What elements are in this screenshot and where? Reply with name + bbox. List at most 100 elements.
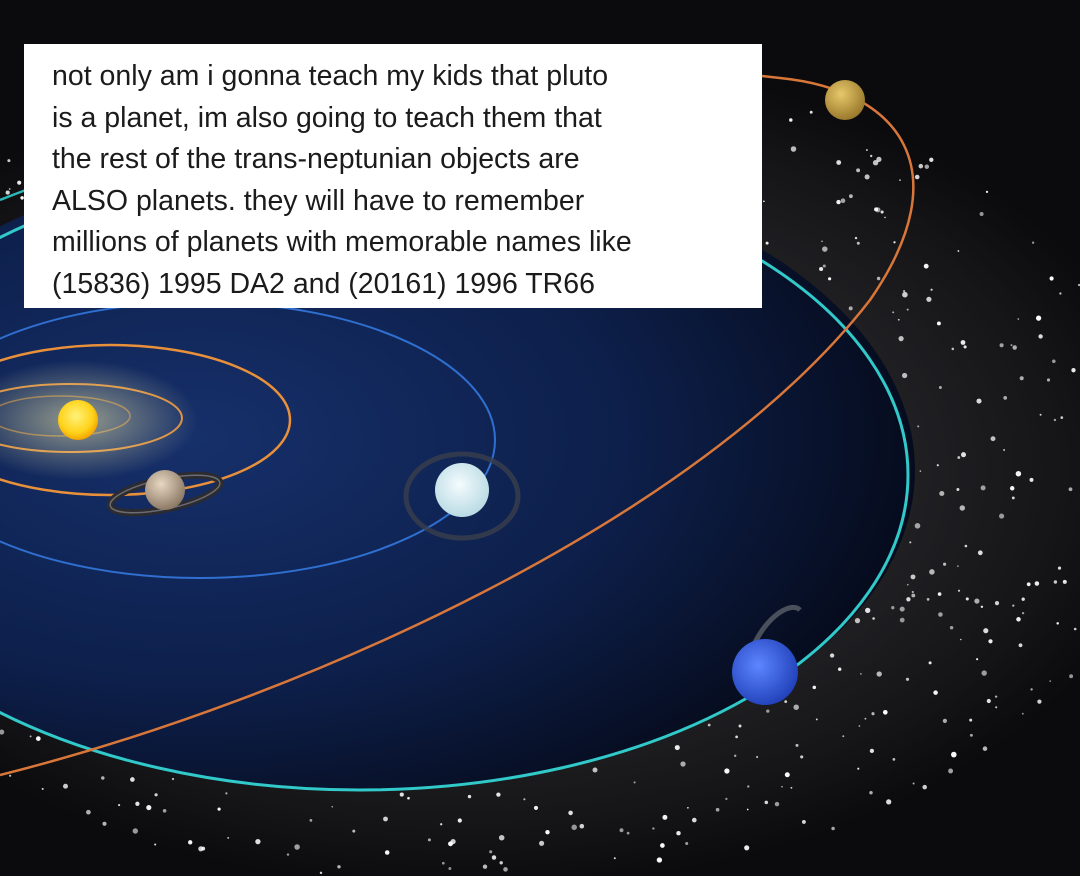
star-speck [828, 277, 832, 281]
star-speck [876, 156, 882, 163]
star-speck [856, 241, 860, 245]
star-speck [864, 174, 870, 180]
star-speck [884, 216, 886, 219]
star-speck [29, 735, 32, 738]
star-speck [440, 823, 443, 826]
star-speck [865, 607, 871, 614]
star-speck [1053, 580, 1058, 584]
star-speck [1057, 566, 1062, 570]
star-speck [957, 456, 961, 459]
star-speck [725, 797, 728, 801]
star-speck [936, 464, 939, 467]
star-speck [909, 541, 912, 544]
star-speck [1029, 477, 1034, 482]
star-speck [951, 751, 957, 758]
star-speck [1037, 699, 1042, 704]
star-speck [1046, 378, 1051, 382]
star-speck [918, 163, 924, 169]
star-speck [957, 250, 960, 252]
star-speck [1059, 292, 1062, 295]
star-speck [579, 823, 585, 829]
star-speck [1077, 283, 1080, 287]
star-speck [63, 783, 68, 789]
star-speck [1003, 449, 1006, 451]
star-speck [789, 118, 793, 122]
star-speck [781, 785, 783, 788]
star-speck [765, 241, 769, 245]
star-speck [1034, 581, 1040, 586]
star-speck [1010, 344, 1013, 347]
star-speck [829, 653, 835, 658]
star-speck [960, 638, 962, 641]
star-speck [838, 667, 842, 671]
sun-glow [0, 360, 198, 480]
star-speck [1026, 582, 1031, 587]
saturn-orbit [0, 343, 292, 497]
star-speck [929, 569, 935, 575]
star-speck [906, 597, 911, 602]
star-speck [795, 743, 799, 747]
star-speck [496, 792, 501, 797]
star-speck [910, 574, 916, 580]
star-speck [988, 639, 993, 644]
star-speck [171, 777, 175, 781]
star-speck [130, 777, 135, 782]
star-speck [995, 706, 998, 709]
star-speck [738, 724, 742, 728]
star-speck [990, 436, 996, 442]
star-speck [319, 871, 323, 875]
star-speck [930, 288, 933, 291]
neptune [732, 605, 802, 705]
star-speck [899, 179, 901, 182]
star-speck [924, 164, 930, 169]
star-speck [936, 321, 941, 326]
star-speck [764, 800, 769, 805]
star-speck [943, 562, 947, 566]
star-speck [956, 488, 960, 491]
star-speck [926, 296, 932, 302]
star-speck [1049, 680, 1052, 682]
star-speck [965, 597, 969, 601]
star-speck [539, 840, 545, 846]
star-speck [35, 736, 41, 741]
star-speck [135, 801, 140, 806]
star-speck [0, 729, 5, 735]
star-speck [491, 855, 497, 860]
star-speck [188, 840, 193, 845]
star-speck [41, 787, 44, 790]
star-speck [831, 826, 835, 831]
star-speck [911, 593, 916, 598]
star-speck [489, 850, 493, 854]
star-speck [801, 819, 806, 824]
star-speck [619, 828, 624, 833]
star-speck [874, 207, 879, 212]
star-speck [872, 617, 875, 620]
star-speck [715, 807, 720, 812]
star-speck [902, 289, 906, 293]
star-speck [999, 513, 1005, 519]
star-speck [1016, 617, 1021, 622]
caption-text: not only am i gonna teach my kids that p… [52, 60, 632, 300]
star-speck [858, 725, 861, 727]
saturn [106, 470, 224, 517]
star-speck [1009, 486, 1015, 491]
star-speck [1035, 315, 1042, 321]
star-speck [842, 735, 845, 738]
star-speck [848, 194, 853, 199]
star-speck [790, 146, 797, 152]
star-speck [969, 718, 973, 722]
star-speck [809, 110, 813, 114]
star-speck [784, 772, 790, 778]
star-speck [848, 306, 853, 311]
star-speck [633, 781, 636, 784]
star-speck [5, 190, 10, 195]
star-speck [724, 768, 730, 774]
star-speck [872, 159, 879, 166]
star-speck [923, 263, 929, 269]
star-speck [498, 834, 505, 841]
star-speck [1015, 470, 1022, 477]
star-speck [1003, 396, 1008, 400]
star-speck [812, 685, 817, 690]
star-speck [977, 550, 983, 556]
star-speck [763, 200, 765, 203]
